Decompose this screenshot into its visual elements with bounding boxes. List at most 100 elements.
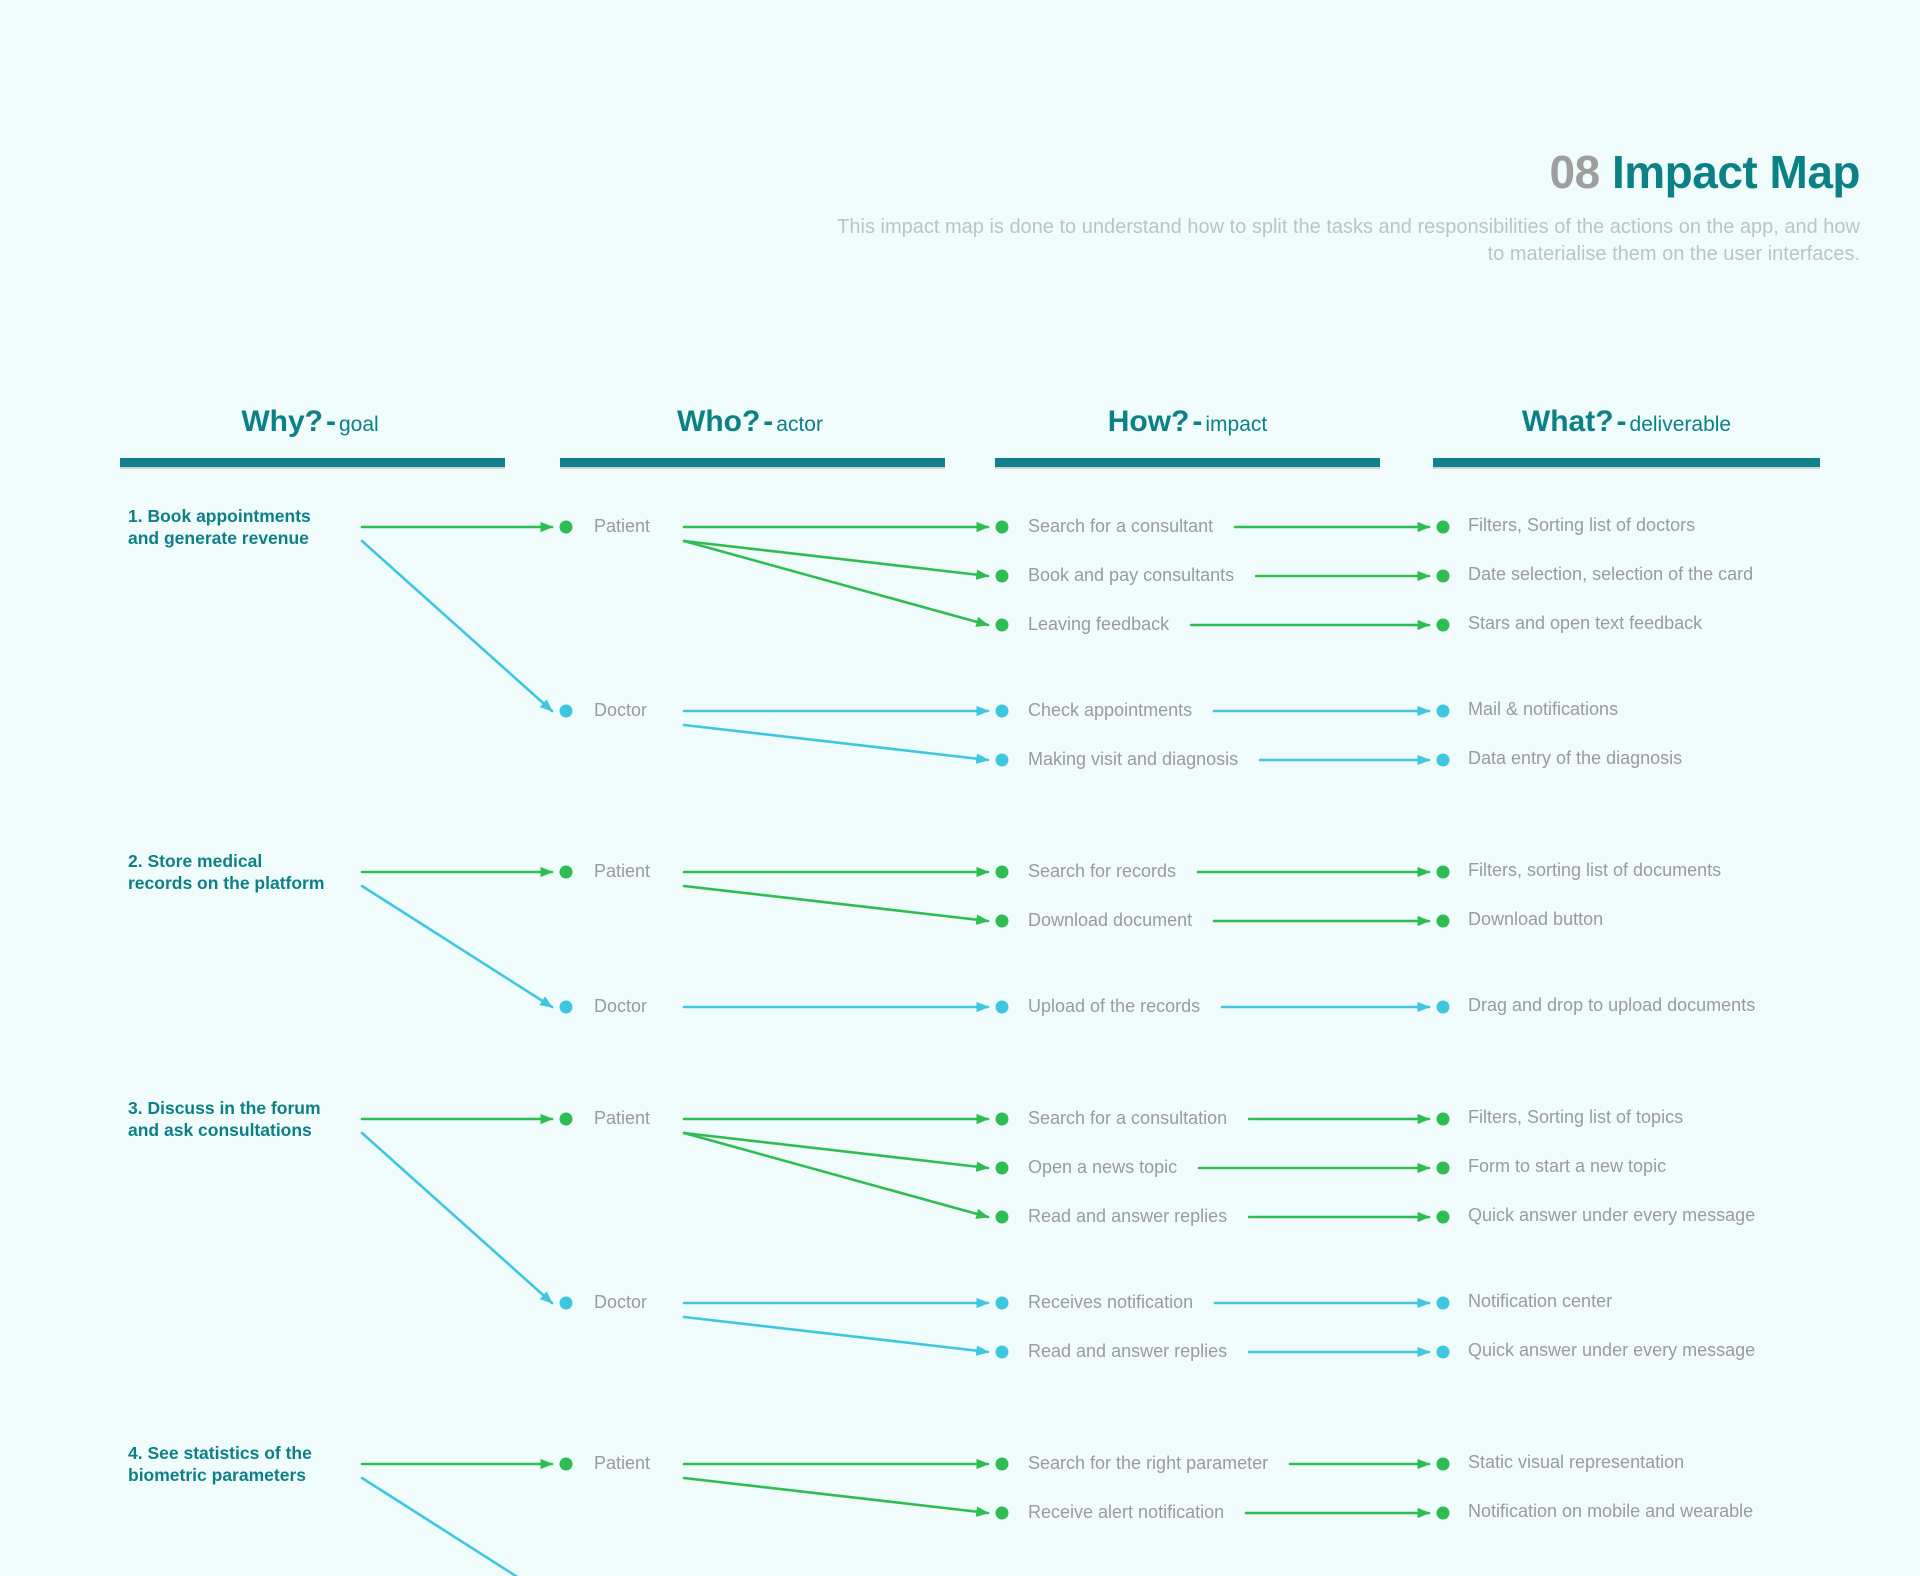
column-header-who: Who?-actor bbox=[560, 405, 940, 439]
impact-dot bbox=[995, 1112, 1009, 1126]
impact-label: Receives notification bbox=[1028, 1292, 1194, 1312]
deliverable-dot bbox=[1436, 704, 1450, 718]
impact-label: Book and pay consultants bbox=[1028, 565, 1235, 585]
goal-to-actor-connector bbox=[360, 884, 554, 1009]
impact-dot bbox=[995, 704, 1009, 718]
actor-to-impact-connector bbox=[682, 723, 990, 764]
goal-label: 2. Store medical records on the platform bbox=[128, 851, 325, 894]
actor-to-impact-connector bbox=[682, 539, 990, 627]
impact-dot bbox=[995, 753, 1009, 767]
column-header-who-dash: - bbox=[763, 405, 774, 438]
impact-dot bbox=[995, 1506, 1009, 1520]
impact-label: Read and answer replies bbox=[1028, 1341, 1228, 1361]
impact-dot bbox=[995, 1000, 1009, 1014]
impact-dot bbox=[995, 1345, 1009, 1359]
deliverable-dot bbox=[1436, 1161, 1450, 1175]
page-title-text: Impact Map bbox=[1611, 146, 1861, 198]
column-header-why-sub: goal bbox=[338, 413, 379, 436]
deliverable-label: Date selection, selection of the card bbox=[1468, 564, 1754, 584]
impact-label: Open a news topic bbox=[1028, 1157, 1178, 1177]
deliverable-label: Notification on mobile and wearable bbox=[1468, 1501, 1754, 1521]
deliverable-label: Quick answer under every message bbox=[1468, 1340, 1756, 1360]
impact-dot bbox=[995, 1296, 1009, 1310]
goal-to-actor-connector bbox=[360, 539, 554, 713]
deliverable-dot bbox=[1436, 1210, 1450, 1224]
actor-label-patient: Patient bbox=[594, 1453, 651, 1473]
impact-label: Search for records bbox=[1028, 861, 1177, 881]
goal-to-actor-connector bbox=[360, 1131, 554, 1305]
deliverable-label: Form to start a new topic bbox=[1468, 1156, 1667, 1176]
goal-label: 1. Book appointments and generate revenu… bbox=[128, 506, 311, 549]
page-number: 08 bbox=[1549, 146, 1601, 198]
impact-dot bbox=[995, 618, 1009, 632]
column-rule-what bbox=[1433, 458, 1820, 469]
column-header-why: Why?-goal bbox=[120, 405, 500, 439]
deliverable-label: Filters, Sorting list of topics bbox=[1468, 1107, 1684, 1127]
deliverable-label: Filters, sorting list of documents bbox=[1468, 860, 1722, 880]
column-header-how: How?-impact bbox=[995, 405, 1380, 439]
column-header-how-sub: impact bbox=[1205, 413, 1268, 436]
impact-dot bbox=[995, 865, 1009, 879]
column-header-what-dash: - bbox=[1616, 405, 1627, 438]
column-header-what-main: What? bbox=[1521, 405, 1614, 438]
column-rule-why bbox=[120, 458, 505, 469]
deliverable-dot bbox=[1436, 865, 1450, 879]
impact-label: Search for a consultation bbox=[1028, 1108, 1228, 1128]
actor-label-doctor: Doctor bbox=[594, 996, 648, 1016]
actor-to-impact-connector bbox=[682, 539, 990, 580]
deliverable-label: Notification center bbox=[1468, 1291, 1613, 1311]
actor-dot-patient bbox=[559, 1457, 573, 1471]
actor-dot-patient bbox=[559, 520, 573, 534]
impact-label: Read and answer replies bbox=[1028, 1206, 1228, 1226]
deliverable-label: Quick answer under every message bbox=[1468, 1205, 1756, 1225]
goal-label: 4. See statistics of the biometric param… bbox=[128, 1443, 312, 1486]
impact-label: Upload of the records bbox=[1028, 996, 1201, 1016]
actor-to-impact-connector bbox=[682, 1131, 990, 1219]
impact-label: Search for the right parameter bbox=[1028, 1453, 1269, 1473]
actor-dot-doctor bbox=[559, 704, 573, 718]
column-rule-how bbox=[995, 458, 1380, 469]
actor-label-patient: Patient bbox=[594, 1108, 651, 1128]
actor-dot-patient bbox=[559, 865, 573, 879]
deliverable-label: Data entry of the diagnosis bbox=[1468, 748, 1683, 768]
column-header-how-dash: - bbox=[1192, 405, 1203, 438]
impact-dot bbox=[995, 1210, 1009, 1224]
deliverable-dot bbox=[1436, 1296, 1450, 1310]
actor-label-doctor: Doctor bbox=[594, 700, 648, 720]
impact-label: Check appointments bbox=[1028, 700, 1193, 720]
deliverable-dot bbox=[1436, 618, 1450, 632]
page-subtitle: This impact map is done to understand ho… bbox=[837, 216, 1860, 266]
deliverable-dot bbox=[1436, 1506, 1450, 1520]
deliverable-dot bbox=[1436, 1000, 1450, 1014]
impact-label: Receive alert notification bbox=[1028, 1502, 1225, 1522]
page-title: 08 Impact Map bbox=[820, 146, 1861, 198]
impact-dot bbox=[995, 520, 1009, 534]
column-header-who-sub: actor bbox=[776, 413, 823, 436]
deliverable-label: Filters, Sorting list of doctors bbox=[1468, 515, 1696, 535]
column-header-what: What?-deliverable bbox=[1433, 405, 1820, 439]
deliverable-label: Mail & notifications bbox=[1468, 699, 1619, 719]
deliverable-dot bbox=[1436, 753, 1450, 767]
deliverable-label: Drag and drop to upload documents bbox=[1468, 995, 1756, 1015]
impact-label: Making visit and diagnosis bbox=[1028, 749, 1239, 769]
actor-dot-patient bbox=[559, 1112, 573, 1126]
column-header-how-main: How? bbox=[1107, 405, 1190, 438]
actor-label-patient: Patient bbox=[594, 516, 651, 536]
goal-label: 3. Discuss in the forum and ask consulta… bbox=[128, 1098, 321, 1141]
column-header-why-main: Why? bbox=[241, 405, 323, 438]
actor-to-impact-connector bbox=[682, 1131, 990, 1172]
impact-dot bbox=[995, 1457, 1009, 1471]
actor-to-impact-connector bbox=[682, 1476, 990, 1517]
impact-dot bbox=[995, 1161, 1009, 1175]
actor-label-patient: Patient bbox=[594, 861, 651, 881]
impact-label: Search for a consultant bbox=[1028, 516, 1214, 536]
column-header-what-sub: deliverable bbox=[1629, 413, 1732, 436]
page-header: 08 Impact Map This impact map is done to… bbox=[820, 148, 1860, 268]
deliverable-label: Static visual representation bbox=[1468, 1452, 1685, 1472]
actor-dot-doctor bbox=[559, 1296, 573, 1310]
deliverable-dot bbox=[1436, 1112, 1450, 1126]
actor-to-impact-connector bbox=[682, 884, 990, 925]
actor-label-doctor: Doctor bbox=[594, 1292, 648, 1312]
impact-label: Download document bbox=[1028, 910, 1193, 930]
column-header-who-main: Who? bbox=[677, 405, 761, 438]
